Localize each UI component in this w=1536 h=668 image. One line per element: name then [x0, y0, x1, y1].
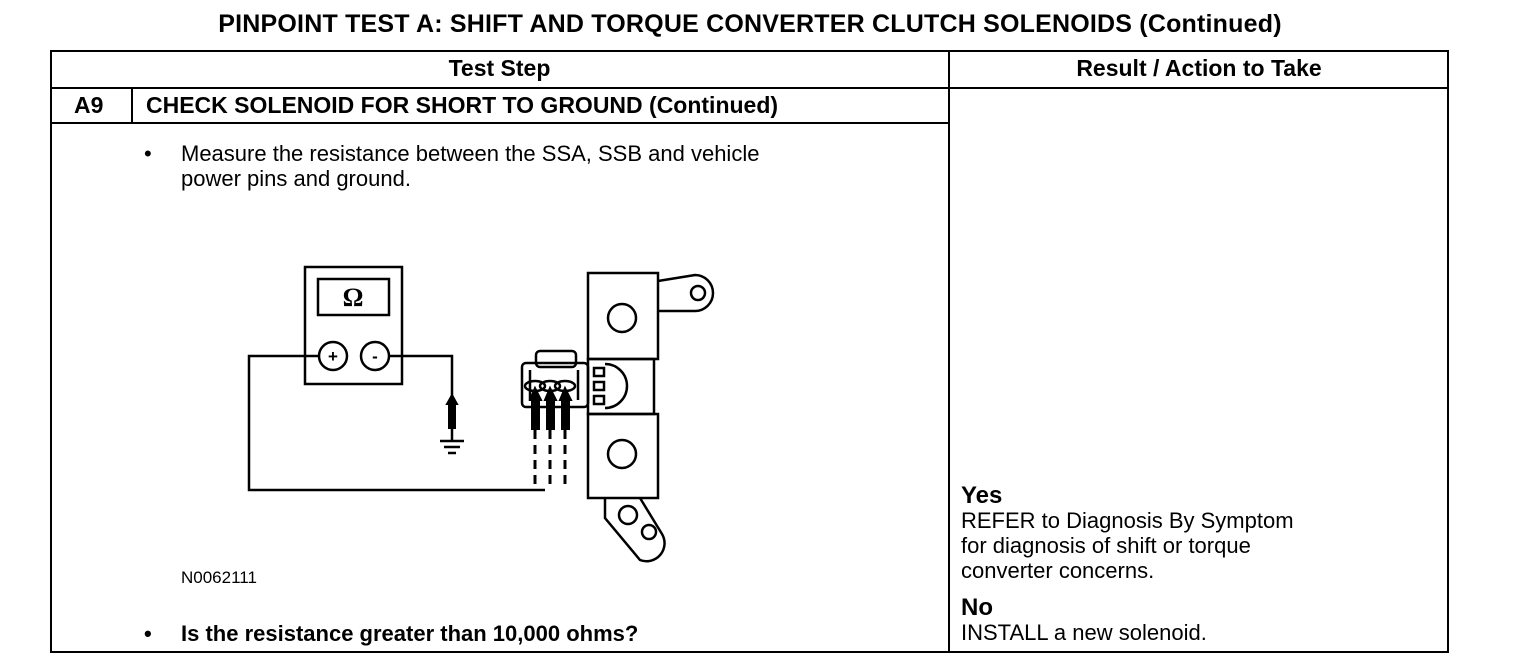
question-text: Is the resistance greater than 10,000 oh… [181, 621, 639, 646]
pinpoint-table [50, 50, 1449, 653]
column-divider [948, 50, 950, 653]
probe-pin-2 [546, 396, 555, 430]
page-title: PINPOINT TEST A: SHIFT AND TORQUE CONVER… [218, 10, 1282, 38]
yes-line-1: REFER to Diagnosis By Symptom [961, 508, 1294, 533]
header-result: Result / Action to Take [1076, 55, 1322, 81]
plus-label: + [328, 347, 338, 366]
result-no: No INSTALL a new solenoid. [961, 595, 1207, 645]
step-title-divider [50, 122, 949, 124]
bullet-marker: • [144, 621, 152, 646]
yes-label: Yes [961, 482, 1003, 509]
minus-label: - [372, 347, 378, 366]
yes-line-3: converter concerns. [961, 558, 1155, 583]
no-label: No [961, 594, 993, 621]
result-yes: Yes REFER to Diagnosis By Symptom for di… [961, 483, 1294, 583]
probe-pin-1 [531, 396, 540, 430]
positive-lead [247, 354, 545, 492]
step-id: A9 [74, 92, 104, 118]
step-id-divider [131, 88, 133, 123]
bullet-marker: • [144, 141, 152, 166]
ground-probe [448, 401, 456, 429]
step-title: CHECK SOLENOID FOR SHORT TO GROUND (Cont… [146, 92, 779, 118]
solenoid-lower-block [586, 412, 660, 500]
ohmmeter-body [303, 265, 404, 386]
ohm-symbol: Ω [343, 283, 364, 312]
instruction-line-2: power pins and ground. [181, 166, 411, 191]
no-line-1: INSTALL a new solenoid. [961, 620, 1207, 645]
instruction-line-1: Measure the resistance between the SSA, … [181, 141, 760, 166]
instruction-bullet: • Measure the resistance between the SSA… [144, 141, 760, 191]
solenoid-upper-block [586, 271, 660, 361]
header-test-step: Test Step [448, 55, 551, 81]
figure-id: N0062111 [181, 568, 257, 587]
question-bullet: • Is the resistance greater than 10,000 … [144, 621, 639, 646]
negative-lead [389, 354, 454, 403]
yes-line-2: for diagnosis of shift or torque [961, 533, 1251, 558]
header-divider [50, 87, 1449, 89]
probe-pin-3 [561, 396, 570, 430]
ohmmeter-display [316, 277, 391, 317]
